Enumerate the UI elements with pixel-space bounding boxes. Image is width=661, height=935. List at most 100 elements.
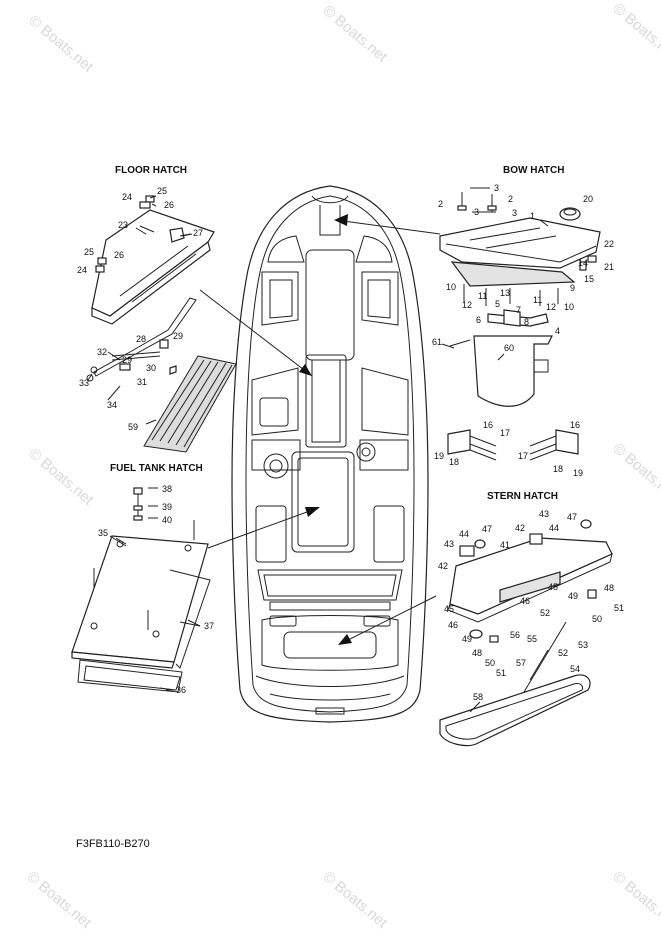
callout-29: 29: [173, 331, 183, 341]
callout-29: 29: [122, 355, 132, 365]
callout-18: 18: [553, 464, 563, 474]
callout-2: 2: [438, 199, 443, 209]
callout-25: 25: [84, 247, 94, 257]
callout-19: 19: [434, 451, 444, 461]
callout-44: 44: [549, 523, 559, 533]
callout-47: 47: [482, 524, 492, 534]
callout-52: 52: [558, 648, 568, 658]
callout-31: 31: [137, 377, 147, 387]
callout-25: 25: [157, 186, 167, 196]
callout-45: 45: [548, 582, 558, 592]
callout-labels: 25 24 26 23 27 25 26 24 28 29 32 29 30 3…: [77, 183, 624, 702]
callout-47: 47: [567, 512, 577, 522]
boat-hull-drawing: [231, 185, 429, 723]
callout-2: 2: [508, 194, 513, 204]
callout-14: 14: [578, 258, 588, 268]
callout-17: 17: [518, 451, 528, 461]
callout-20: 20: [583, 194, 593, 204]
callout-23: 23: [118, 220, 128, 230]
callout-3: 3: [474, 207, 479, 217]
callout-51: 51: [496, 668, 506, 678]
stern-hatch-group: STERN HATCH: [439, 491, 613, 747]
callout-50: 50: [485, 658, 495, 668]
bow-hatch-group: BOW HATCH: [439, 165, 601, 461]
callout-54: 54: [570, 664, 580, 674]
callout-56: 56: [510, 630, 520, 640]
callout-16: 16: [483, 420, 493, 430]
callout-32: 32: [97, 347, 107, 357]
callout-26: 26: [114, 250, 124, 260]
callout-43: 43: [444, 539, 454, 549]
stern-hatch-title: STERN HATCH: [487, 491, 558, 502]
callout-27: 27: [193, 228, 203, 238]
callout-30: 30: [146, 363, 156, 373]
callout-7: 7: [516, 305, 521, 315]
callout-48: 48: [472, 648, 482, 658]
leader-lines: [87, 225, 505, 713]
callout-24: 24: [77, 265, 87, 275]
callout-38: 38: [162, 484, 172, 494]
callout-26: 26: [164, 200, 174, 210]
callout-50: 50: [592, 614, 602, 624]
callout-16: 16: [570, 420, 580, 430]
callout-33: 33: [79, 378, 89, 388]
callout-11: 11: [533, 295, 542, 305]
callout-36: 36: [176, 685, 186, 695]
callout-10: 10: [564, 302, 574, 312]
callout-19: 19: [573, 468, 583, 478]
callout-49: 49: [462, 634, 472, 644]
fuel-tank-hatch-group: FUEL TANK HATCH: [71, 463, 211, 693]
callout-60: 60: [504, 343, 514, 353]
callout-44: 44: [459, 529, 469, 539]
watermark: © Boats.net: [319, 868, 391, 932]
watermark: © Boats.net: [319, 2, 391, 66]
callout-28: 28: [136, 334, 146, 344]
floor-hatch-title: FLOOR HATCH: [115, 165, 187, 176]
callout-9: 9: [570, 283, 575, 293]
callout-3: 3: [512, 208, 517, 218]
callout-24: 24: [122, 192, 132, 202]
callout-48: 48: [604, 583, 614, 593]
watermark: © Boats.net: [23, 868, 95, 932]
watermark: © Boats.net: [25, 445, 97, 509]
callout-61: 61: [432, 337, 442, 347]
callout-51: 51: [614, 603, 624, 613]
callout-10: 10: [446, 282, 456, 292]
callout-22: 22: [604, 239, 614, 249]
callout-6: 6: [476, 315, 481, 325]
callout-55: 55: [527, 634, 537, 644]
callout-8: 8: [524, 317, 529, 327]
callout-1: 1: [530, 211, 535, 221]
callout-49: 49: [568, 591, 578, 601]
callout-59: 59: [128, 422, 138, 432]
callout-52: 52: [540, 608, 550, 618]
callout-46: 46: [448, 620, 458, 630]
callout-34: 34: [107, 400, 117, 410]
callout-58: 58: [473, 692, 483, 702]
callout-37: 37: [204, 621, 214, 631]
callout-46: 46: [520, 596, 530, 606]
callout-43: 43: [539, 509, 549, 519]
callout-40: 40: [162, 515, 172, 525]
fuel-tank-hatch-title: FUEL TANK HATCH: [110, 463, 203, 474]
callout-12: 12: [462, 300, 472, 310]
callout-42: 42: [438, 561, 448, 571]
callout-15: 15: [584, 274, 594, 284]
bow-hatch-title: BOW HATCH: [503, 165, 564, 176]
callout-45: 45: [444, 604, 454, 614]
watermark: © Boats.net: [609, 440, 661, 504]
callout-42: 42: [515, 523, 525, 533]
callout-39: 39: [162, 502, 172, 512]
callout-3: 3: [494, 183, 499, 193]
watermark: © Boats.net: [609, 868, 661, 932]
callout-21: 21: [604, 262, 614, 272]
callout-57: 57: [516, 658, 526, 668]
callout-4: 4: [555, 326, 560, 336]
callout-41: 41: [500, 540, 510, 550]
callout-18: 18: [449, 457, 459, 467]
callout-13: 13: [500, 288, 510, 298]
watermark: © Boats.net: [609, 0, 661, 64]
callout-17: 17: [500, 428, 510, 438]
callout-35: 35: [98, 528, 108, 538]
